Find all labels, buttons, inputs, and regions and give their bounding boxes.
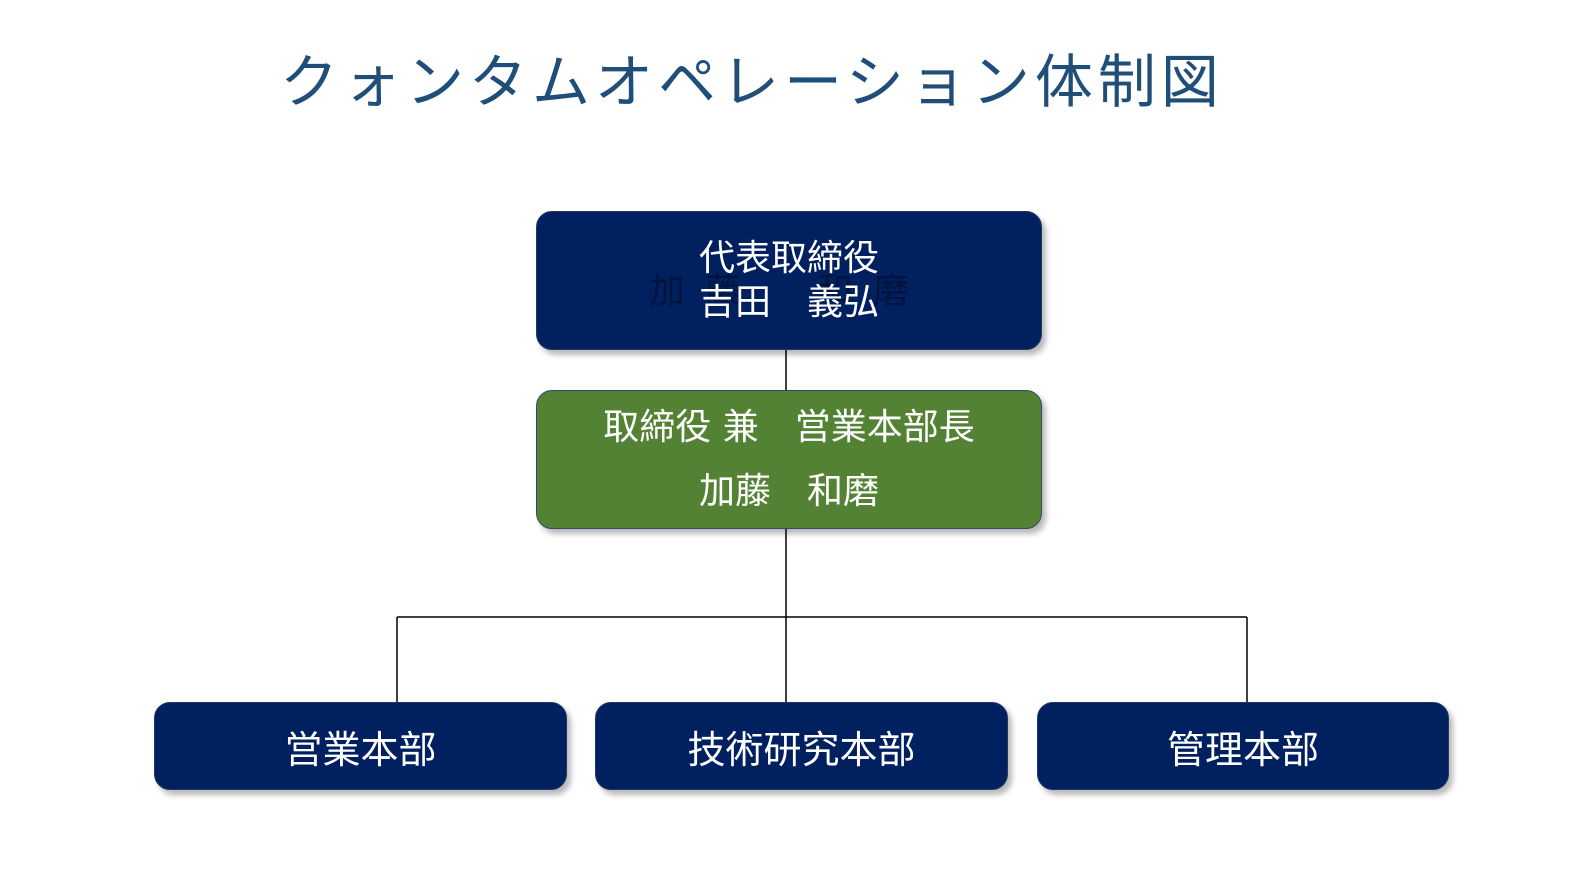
department-box-sales[interactable]: 営業本部 [154,702,567,790]
vp-role: 取締役 兼 営業本部長 [603,406,975,448]
department-box-tech-research[interactable]: 技術研究本部 [595,702,1008,790]
page-title: クォンタムオペレーション体制図 [280,48,1224,116]
department-label: 管理本部 [1166,727,1319,772]
vp-name: 加藤 和磨 [698,470,879,512]
department-box-admin[interactable]: 管理本部 [1037,702,1449,790]
ceo-role: 代表取締役 [698,237,879,279]
ceo-box[interactable]: 加藤 和磨 代表取締役 吉田 義弘 [536,211,1042,350]
department-label: 技術研究本部 [687,727,916,772]
department-label: 営業本部 [284,727,437,772]
vp-box[interactable]: 取締役 兼 営業本部長 加藤 和磨 [536,390,1042,529]
ceo-overlapped-name: 加藤 和磨 [648,271,929,312]
ceo-name: 吉田 義弘 [698,281,879,323]
